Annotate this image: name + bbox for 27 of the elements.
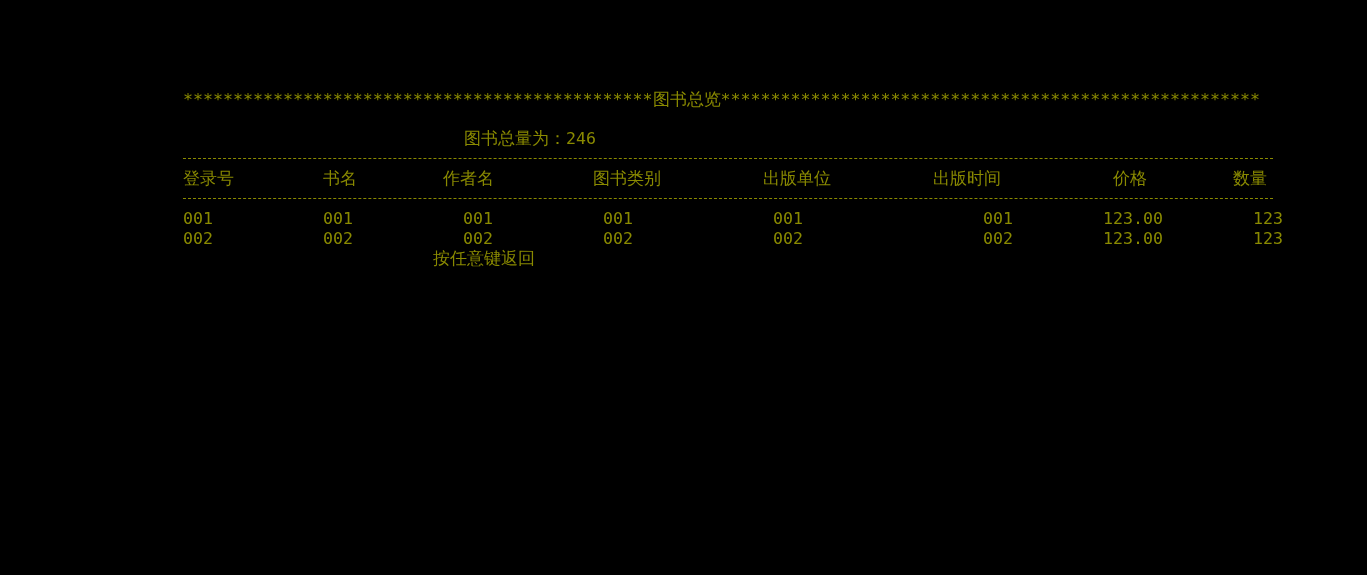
table-cell: 002	[773, 229, 803, 249]
table-cell: 123.00	[1103, 209, 1163, 229]
heading: ***********************************************图书总览******************************************************	[183, 90, 1261, 110]
table-cell: 123	[1253, 229, 1283, 249]
column-header: 出版单位	[763, 169, 831, 189]
table-cell: 001	[603, 209, 633, 229]
column-header: 数量	[1233, 169, 1267, 189]
column-header: 价格	[1113, 169, 1147, 189]
table-cell: 001	[773, 209, 803, 229]
table-cell: 001	[463, 209, 493, 229]
table-cell: 002	[323, 229, 353, 249]
column-header: 作者名	[443, 169, 494, 189]
table-cell: 002	[463, 229, 493, 249]
table-cell: 123.00	[1103, 229, 1163, 249]
table-cell: 123	[1253, 209, 1283, 229]
table-cell: 001	[983, 209, 1013, 229]
table-cell: 002	[983, 229, 1013, 249]
total-count-text: 图书总量为：246	[464, 129, 596, 149]
table-cell: 001	[183, 209, 213, 229]
column-header: 书名	[323, 169, 357, 189]
column-header: 登录号	[183, 169, 234, 189]
table-cell: 002	[603, 229, 633, 249]
table-cell: 002	[183, 229, 213, 249]
column-header: 出版时间	[933, 169, 1001, 189]
prompt-text: 按任意键返回	[433, 249, 535, 269]
column-header: 图书类别	[593, 169, 661, 189]
table-cell: 001	[323, 209, 353, 229]
